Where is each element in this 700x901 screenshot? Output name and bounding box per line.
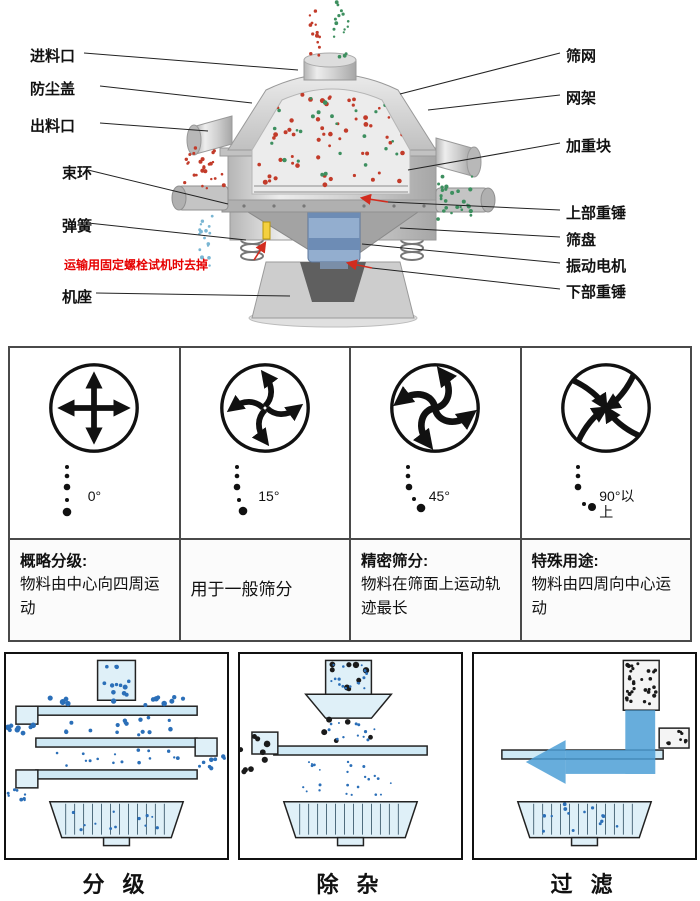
leader-lines <box>83 52 561 297</box>
label-dust-cover: 防尘盖 <box>30 81 76 98</box>
vibration-angle-table: 0° 概略分级: 物料由中心向四周运动 <box>8 346 692 642</box>
red-discharge-stream <box>183 146 226 190</box>
flow-arrow <box>525 710 656 784</box>
hammer-offset-icon <box>405 465 426 513</box>
angle-description: 物料由四周向中心运动 <box>531 576 672 617</box>
green-particles-inside <box>270 97 399 177</box>
applications-section: 分 级 除 杂 <box>4 652 697 899</box>
angle-description-cell: 概略分级: 物料由中心向四周运动 <box>10 540 179 640</box>
sieve-mesh <box>254 185 408 193</box>
angle-value: 90°以上 <box>599 488 635 521</box>
app-grading: 分 级 <box>4 652 229 899</box>
grading-illustration <box>6 659 226 847</box>
red-feed-stream <box>308 9 321 57</box>
angle-title: 特殊用途: <box>531 553 599 570</box>
machine-base <box>248 261 418 328</box>
converge-arrows-icon <box>560 363 651 453</box>
cyan-discharge-stream <box>198 214 214 267</box>
label-clamp-ring: 束环 <box>62 165 93 182</box>
label-screen-mesh: 筛网 <box>566 48 597 65</box>
app-label-grading: 分 级 <box>82 872 151 897</box>
discharge-outlet-right <box>435 137 482 178</box>
angle-description-cell: 特殊用途: 物料由四周向中心运动 <box>521 540 690 640</box>
angle-description: 物料由中心向四周运动 <box>20 576 160 617</box>
discharge-outlet-left <box>186 115 233 156</box>
red-arrows <box>253 193 389 271</box>
label-outlet: 出料口 <box>30 118 76 135</box>
angle-description-cell: 用于一般筛分 <box>180 540 349 640</box>
green-discharge-stream <box>436 174 474 221</box>
label-spring: 弹簧 <box>62 218 93 235</box>
hammer-offset-icon <box>233 465 248 516</box>
label-transport-bolt-note: 运输用固定螺栓试机时去掉 <box>64 258 209 272</box>
angle-title: 概略分级: <box>20 553 88 570</box>
angle-indicator: 90°以上 <box>566 462 645 520</box>
label-lower-hammer: 下部重锤 <box>566 284 627 301</box>
label-sieve-tray: 筛盘 <box>566 232 597 249</box>
hammer-offset-icon <box>62 465 72 517</box>
label-base: 机座 <box>62 289 93 306</box>
app-impurity-removal: 除 杂 <box>238 652 463 899</box>
hammer-offset-icon <box>574 465 597 511</box>
machine-diagram-section: 进料口 防尘盖 出料口 束环 弹簧 运输用固定螺栓试机时去掉 机座 筛网 网架 … <box>0 0 700 346</box>
label-mesh-frame: 网架 <box>566 90 597 107</box>
clamp-ring <box>221 199 443 213</box>
angle-column-45deg: 45° 精密筛分: 物料在筛面上运动轨迹最长 <box>351 348 522 640</box>
app-label-impurity-removal: 除 杂 <box>316 872 385 897</box>
side-arm-left <box>171 185 229 211</box>
label-weight-block: 加重块 <box>566 138 612 155</box>
angle-column-90deg: 90°以上 特殊用途: 物料由四周向中心运动 <box>521 348 690 640</box>
label-feed-inlet: 进料口 <box>30 48 76 65</box>
angle-indicator: 15° <box>225 462 304 520</box>
feed-inlet <box>303 52 357 81</box>
angle-value: 0° <box>87 488 102 504</box>
angle-indicator: 0° <box>55 462 134 520</box>
angle-indicator: 45° <box>396 462 475 520</box>
angle-title: 精密筛分: <box>361 553 429 570</box>
angle-value: 15° <box>258 488 280 504</box>
pinwheel-45-icon <box>390 363 481 453</box>
angle-description-cell: 精密筛分: 物料在筛面上运动轨迹最长 <box>351 540 520 640</box>
label-vibration-motor: 振动电机 <box>566 258 627 275</box>
angle-column-15deg: 15° 用于一般筛分 <box>180 348 351 640</box>
app-label-filtration: 过 滤 <box>550 872 619 897</box>
angle-description: 用于一般筛分 <box>190 580 293 600</box>
angle-column-0deg: 0° 概略分级: 物料由中心向四周运动 <box>10 348 181 640</box>
cross-arrows-icon <box>49 363 140 453</box>
label-upper-hammer: 上部重锤 <box>566 205 627 222</box>
transport-bolt <box>262 221 271 240</box>
filtration-illustration <box>501 659 690 847</box>
angle-value: 45° <box>428 488 450 504</box>
angle-description: 物料在筛面上运动轨迹最长 <box>361 576 501 617</box>
cutaway-interior <box>251 88 411 195</box>
impurity-removal-illustration <box>240 659 428 847</box>
vibrating-sieve-illustration <box>83 0 561 328</box>
pinwheel-15-icon <box>219 363 310 453</box>
app-filtration: 过 滤 <box>472 652 697 899</box>
green-feed-stream <box>332 0 350 59</box>
